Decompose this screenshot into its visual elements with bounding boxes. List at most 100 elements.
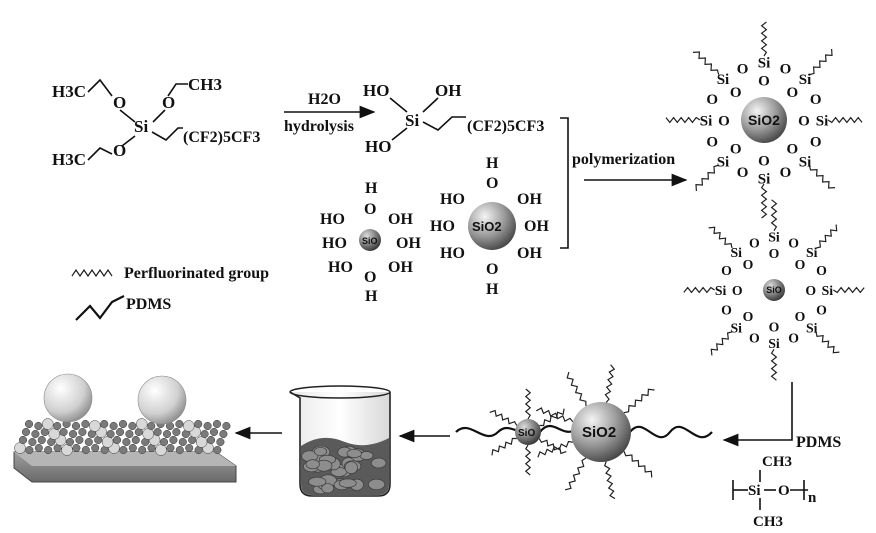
hydrogen-bottom: H [365, 288, 378, 305]
perfluorinated-chain [566, 371, 587, 407]
coating-particle [209, 427, 219, 437]
coating-particle [109, 421, 118, 431]
perfluorinated-chain [760, 21, 768, 57]
substrate-top [14, 452, 236, 466]
pdms-legend-swatch [75, 295, 125, 321]
hydrolysis-step: H2O hydrolysis [284, 91, 376, 135]
coating-particle [81, 445, 90, 455]
polymerization-step: polymerization [572, 151, 688, 187]
bond [87, 147, 113, 161]
cluster-silicon: Si [806, 321, 818, 336]
bond [121, 135, 136, 147]
perfluorinated-chain [710, 331, 733, 356]
cluster-oxygen: O [780, 62, 792, 78]
coating-particle [34, 443, 43, 453]
cluster-oxygen: O [737, 165, 749, 181]
perfluorinated-chain [623, 451, 653, 478]
hydroxyl: HO [440, 191, 465, 208]
oxygen-bottom: O [364, 269, 376, 286]
perfluorinated-chain [537, 440, 573, 458]
monomer-oxygen: O [778, 483, 790, 499]
suspended-particles [301, 445, 387, 495]
hydrogen-top: H [365, 180, 378, 197]
coating-particle [213, 445, 222, 455]
coating-particle [31, 429, 40, 439]
suspended-particle [308, 476, 327, 487]
cluster-silicon: Si [700, 113, 713, 129]
coating-particle [72, 443, 81, 453]
cluster-oxygen: O [706, 92, 718, 108]
cluster-silicon: Si [717, 72, 730, 88]
cluster-oxygen: O [769, 246, 780, 261]
perfluorinated-chain [827, 116, 863, 124]
water-droplet-left [43, 373, 93, 423]
perfluorinated-chain [692, 51, 720, 75]
bond [87, 78, 113, 97]
pdms-step-label: PDMS [796, 434, 841, 451]
reactant-oxygen-2: O [162, 93, 175, 112]
cluster-oxygen: O [721, 302, 732, 317]
reactant-ethyl-top-left: H3C [52, 82, 86, 101]
product-perfluorinated-chains [489, 364, 655, 500]
silanol-molecule: HO OH HO Si (CF2)5CF3 [363, 81, 544, 156]
beaker [289, 385, 391, 497]
bond [167, 83, 188, 97]
coating-particle [147, 421, 156, 431]
cluster-oxygen: O [743, 309, 754, 324]
product-large-label: SiO2 [582, 424, 616, 441]
reagent-water: H2O [308, 91, 341, 108]
cluster-oxygen: O [788, 235, 799, 250]
monomer-methyl-top: CH3 [762, 454, 792, 470]
coating-particle [159, 437, 169, 447]
cluster-core [763, 279, 785, 301]
hydrogen-bottom: H [486, 281, 499, 298]
cluster-silicon: Si [806, 245, 818, 260]
coating-particle [125, 429, 134, 439]
cluster-oxygen: O [743, 257, 754, 272]
cluster-oxygen: O [721, 263, 732, 278]
cluster-oxygen: O [730, 85, 742, 101]
suspended-particle [371, 457, 387, 469]
cluster-oxygen: O [718, 113, 730, 129]
hydroxyl: OH [517, 191, 542, 208]
suspended-particle [368, 478, 386, 491]
cluster-oxygen: O [749, 235, 760, 250]
coated-substrate [13, 373, 237, 483]
large-particle-label: SiO2 [472, 219, 502, 234]
coating-particle [101, 436, 114, 448]
coating-particle [53, 421, 62, 431]
cluster-oxygen: O [758, 153, 770, 169]
hydroxyl: OH [517, 245, 542, 262]
large-silica-sphere [468, 202, 516, 250]
perfluorinated-chain [809, 48, 833, 76]
cluster-core [741, 97, 787, 143]
coating-particle [78, 427, 87, 437]
bond [422, 116, 466, 131]
bond [422, 97, 439, 113]
coating-particle [142, 428, 154, 440]
perfluorinated-chain [695, 164, 719, 192]
coating-particle [61, 444, 73, 456]
hydroxylated-large-particle: SiO2 H O O H HO HO HO OH OH OH [430, 155, 549, 298]
perfluorinated-chain [524, 444, 532, 476]
oxygen-top: O [364, 201, 376, 218]
perfluorinated-chain [538, 438, 567, 455]
coating-particle [206, 435, 216, 445]
cluster-silicon: Si [768, 229, 780, 244]
cluster-silicon: Si [758, 171, 771, 187]
coating-particle [48, 428, 60, 440]
coating-particle [115, 427, 125, 437]
product-small-label: SiO [518, 428, 535, 439]
coating-particle [194, 419, 203, 429]
hydrogen-top: H [486, 155, 499, 172]
coating-particle [91, 443, 100, 453]
particle-coating-layer [14, 418, 231, 456]
coating-particle [200, 429, 209, 439]
reactant-silicon: Si [134, 117, 148, 136]
cluster-silicon: Si [731, 245, 743, 260]
monomer-methyl-bottom: CH3 [753, 514, 783, 530]
